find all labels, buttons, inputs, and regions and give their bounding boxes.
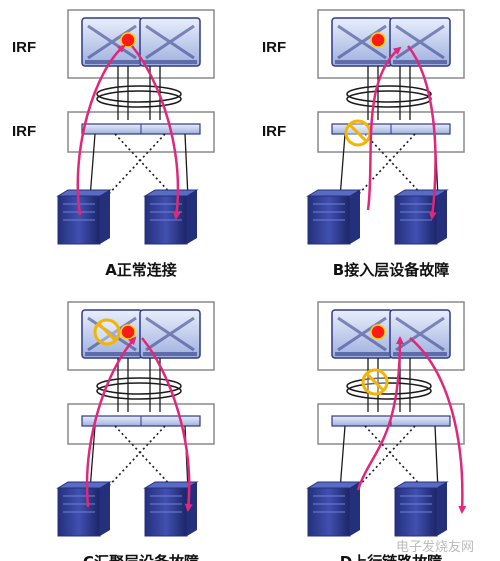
panel-b-left-server-side: [350, 190, 360, 244]
panel-d-right-server-side: [437, 482, 447, 536]
panel-b-core-right-switch-base: [393, 60, 447, 64]
panel-d-core-left-switch-base: [335, 352, 389, 356]
panel-c-fault-slash: [97, 322, 117, 342]
panel-c: C汇聚层设备故障: [56, 301, 215, 561]
panel-a-traffic-arrow: [76, 44, 126, 216]
watermark-text: 电子发烧友网: [396, 539, 474, 555]
panel-a-server-link: [89, 133, 96, 199]
panel-c-core-left-switch-base: [85, 352, 139, 356]
panel-b-fault-slash: [348, 123, 368, 143]
panel-c-link-bundle-ring: [96, 382, 182, 400]
panel-b: IRF IRF B接入层设备故障: [262, 9, 465, 279]
panel-d-link-bundle-ring: [346, 377, 432, 395]
irf-label: IRF: [12, 123, 36, 140]
panel-b-core-left-switch-base: [335, 60, 389, 64]
panel-a-core-right-switch-base: [143, 60, 197, 64]
panel-b-traffic-arrow: [407, 45, 437, 220]
panel-a-link-bundle-ring: [96, 90, 182, 108]
panel-b-traffic-arrow: [366, 46, 402, 211]
panel-a-master-dot: [120, 32, 136, 48]
panel-d-left-server-side: [350, 482, 360, 536]
panel-d-server-link: [434, 425, 439, 491]
panel-c-server-link: [89, 425, 96, 491]
panel-d-server-link: [339, 425, 346, 491]
panel-a-caption: A正常连接: [105, 261, 177, 279]
panel-c-core-right-switch-base: [143, 352, 197, 356]
panel-a-left-server-side: [100, 190, 110, 244]
panel-b-master-dot: [370, 32, 386, 48]
panel-b-core-left-switch-x-icon: [337, 24, 387, 60]
panel-c-traffic-arrow: [85, 336, 137, 508]
panel-b-server-link: [339, 133, 346, 199]
panel-d-core-left-switch-x-icon: [337, 316, 387, 352]
panel-d-link-bundle-ring: [346, 382, 432, 400]
panel-a-core-left-switch-base: [85, 60, 139, 64]
panel-a-core-right-switch-x-icon: [145, 24, 195, 60]
panel-d: D上行链路故障: [306, 301, 467, 561]
panel-c-traffic-arrow: [141, 337, 193, 512]
panel-b-link-bundle-ring: [346, 85, 432, 103]
panel-d-traffic-arrow: [409, 337, 467, 514]
panel-d-core-right-switch-x-icon: [395, 316, 445, 352]
panel-a-server-link: [184, 133, 189, 199]
panel-a-link-bundle-ring: [96, 85, 182, 103]
irf-label: IRF: [262, 39, 286, 56]
panel-a: IRF IRF A正常连接: [12, 9, 215, 279]
panel-d-fault-slash: [365, 372, 385, 392]
panel-a-traffic-arrow: [131, 45, 181, 220]
panel-a-right-server-side: [187, 190, 197, 244]
panel-c-caption: C汇聚层设备故障: [83, 553, 199, 561]
panel-c-master-dot: [120, 324, 136, 340]
panel-d-master-dot: [370, 324, 386, 340]
panel-b-core-right-switch-x-icon: [395, 24, 445, 60]
panel-b-right-server-side: [437, 190, 447, 244]
panel-c-core-right-switch-x-icon: [145, 316, 195, 352]
panel-a-core-left-switch-x-icon: [87, 24, 137, 60]
panel-d-caption: D上行链路故障: [340, 553, 442, 561]
irf-label: IRF: [12, 39, 36, 56]
panel-d-core-right-switch-base: [393, 352, 447, 356]
panel-c-link-bundle-ring: [96, 377, 182, 395]
irf-label: IRF: [262, 123, 286, 140]
panel-c-left-server-side: [100, 482, 110, 536]
panel-b-caption: B接入层设备故障: [333, 261, 449, 279]
panel-d-traffic-arrow: [356, 336, 404, 491]
